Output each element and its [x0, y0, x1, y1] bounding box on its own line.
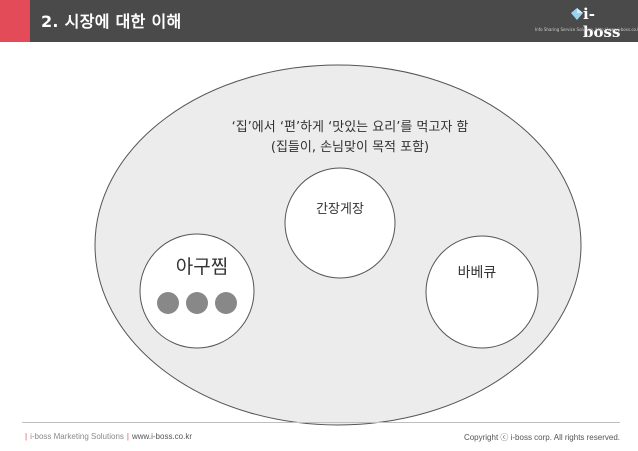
footer: |i-boss Marketing Solutions|www.i-boss.c… — [22, 432, 620, 446]
diagram-caption: ‘집’에서 ‘편’하게 ‘맛있는 요리’를 먹고자 함 (집들이, 손님맞이 목… — [180, 118, 520, 158]
logo-text: i-boss — [583, 5, 621, 41]
footer-separator: | — [126, 432, 129, 441]
page-title: 2. 시장에 대한 이해 — [41, 12, 182, 31]
circle-left — [139, 233, 255, 349]
label-agujjim: 아구찜 — [175, 256, 229, 278]
dot-1 — [157, 292, 179, 314]
footer-divider — [22, 422, 620, 423]
logo-tagline: Info Sharing Service Solution, http://ww… — [535, 27, 638, 32]
caption-line-2: (집들이, 손님맞이 목적 포함) — [270, 140, 430, 155]
label-ganjang-gejang: 간장게장 — [316, 202, 364, 217]
circle-center — [284, 167, 396, 279]
footer-separator: | — [25, 432, 28, 441]
header-bar: 2. 시장에 대한 이해 i-boss Info Sharing Service… — [0, 0, 638, 42]
iboss-logo: i-boss Info Sharing Service Solution, ht… — [535, 5, 638, 41]
diamond-icon — [571, 8, 583, 20]
circle-right — [425, 235, 539, 349]
footer-left: |i-boss Marketing Solutions|www.i-boss.c… — [22, 432, 192, 441]
footer-copyright: Copyright ⓒ i-boss corp. All rights rese… — [463, 433, 620, 442]
dot-3 — [215, 292, 237, 314]
label-barbecue: 바베큐 — [457, 265, 497, 281]
footer-website-link[interactable]: www.i-boss.co.kr — [131, 432, 192, 441]
caption-line-1: ‘집’에서 ‘편’하게 ‘맛있는 요리’를 먹고자 함 — [231, 120, 469, 135]
dot-2 — [186, 292, 208, 314]
footer-company: i-boss Marketing Solutions — [30, 432, 124, 441]
header-accent-block — [0, 0, 30, 42]
